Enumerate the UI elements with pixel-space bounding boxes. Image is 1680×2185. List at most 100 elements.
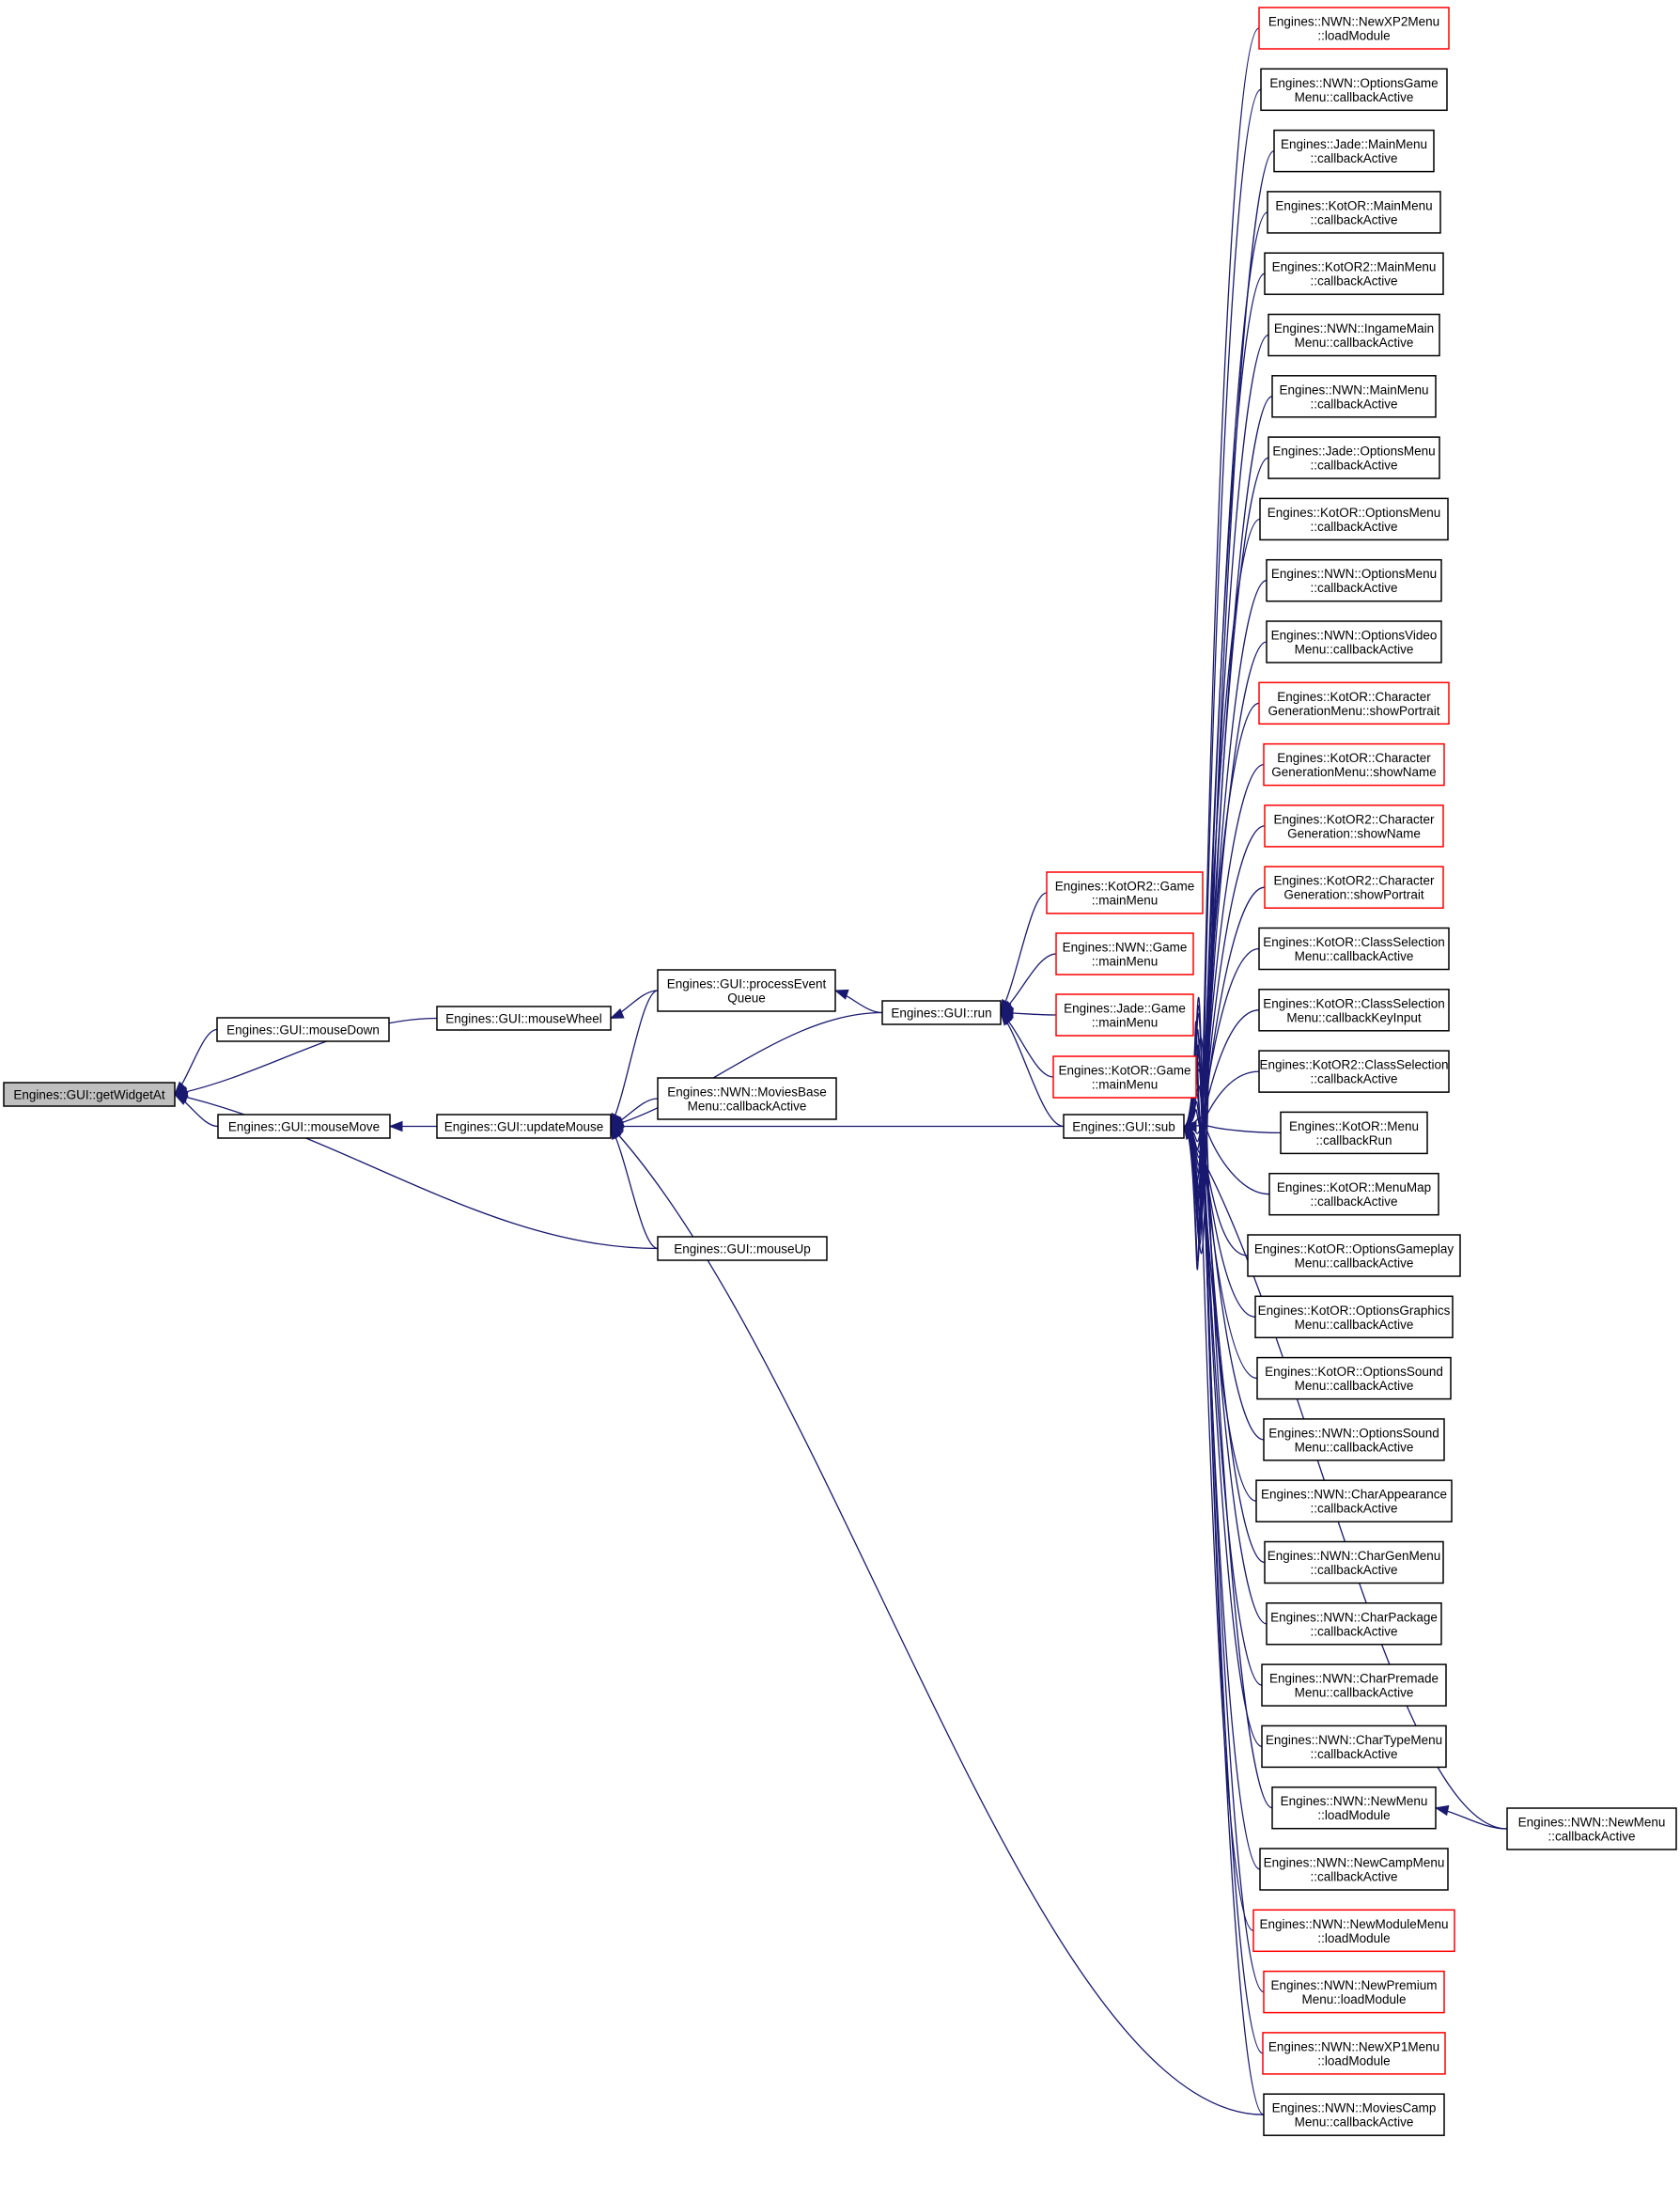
node-c04[interactable]: Engines::KotOR2::MainMenu::callbackActiv… — [1264, 252, 1444, 295]
node-box — [1271, 1786, 1437, 1830]
node-box — [1258, 681, 1450, 726]
node-c09[interactable]: Engines::NWN::OptionsMenu::callbackActiv… — [1266, 558, 1442, 602]
node-c06[interactable]: Engines::NWN::MainMenu::callbackActive — [1271, 375, 1437, 418]
node-updateMouse[interactable]: Engines::GUI::updateMouse — [436, 1114, 612, 1139]
edge-sub-to-updateMouse — [609, 1120, 1064, 1132]
node-mouseDown[interactable]: Engines::GUI::mouseDown — [216, 1017, 390, 1042]
edge-line — [1000, 1012, 1065, 1128]
node-c21[interactable]: Engines::KotOR::OptionsGraphicsMenu::cal… — [1254, 1295, 1454, 1339]
edge-c12-to-sub — [1182, 763, 1265, 1175]
node-box — [1256, 1356, 1452, 1400]
node-mouseUp[interactable]: Engines::GUI::mouseUp — [657, 1236, 828, 1261]
edge-line — [1183, 518, 1261, 1207]
node-c29[interactable]: Engines::NWN::NewMenu::loadModule — [1271, 1786, 1437, 1830]
node-label-line: ::callbackActive — [1310, 1563, 1397, 1577]
node-kotor2Game[interactable]: Engines::KotOR2::Game::mainMenu — [1046, 871, 1204, 914]
node-c11[interactable]: Engines::KotOR::CharacterGenerationMenu:… — [1258, 681, 1450, 726]
node-c08[interactable]: Engines::KotOR::OptionsMenu::callbackAct… — [1259, 497, 1449, 541]
node-c01[interactable]: Engines::NWN::OptionsGameMenu::callbackA… — [1260, 68, 1448, 112]
node-box — [1258, 1050, 1450, 1093]
edge-mouseUp-to-updateMouse — [610, 1125, 659, 1250]
node-c25[interactable]: Engines::NWN::CharGenMenu::callbackActiv… — [1264, 1540, 1444, 1584]
node-c26[interactable]: Engines::NWN::CharPackage::callbackActiv… — [1266, 1602, 1442, 1646]
node-box — [1263, 1970, 1445, 2014]
node-label-line: Engines::NWN::MoviesBase — [667, 1085, 827, 1100]
edge-arrowhead — [1434, 1804, 1450, 1817]
node-box — [1052, 1055, 1197, 1099]
node-c02[interactable]: Engines::Jade::MainMenu::callbackActive — [1273, 129, 1435, 173]
node-label-line: ::mainMenu — [1092, 1016, 1159, 1030]
node-box — [1268, 436, 1440, 479]
node-moviesBase[interactable]: Engines::NWN::MoviesBaseMenu::callbackAc… — [657, 1077, 837, 1120]
node-c23[interactable]: Engines::NWN::OptionsSoundMenu::callback… — [1263, 1418, 1445, 1461]
node-mouseWheel[interactable]: Engines::GUI::mouseWheel — [436, 1006, 612, 1031]
node-c30[interactable]: Engines::NWN::NewCampMenu::callbackActiv… — [1259, 1848, 1449, 1891]
node-label-line: Engines::KotOR::OptionsMenu — [1268, 506, 1441, 520]
node-label-line: Engines::NWN::CharTypeMenu — [1266, 1733, 1442, 1747]
node-c12[interactable]: Engines::KotOR::CharacterGenerationMenu:… — [1263, 742, 1445, 787]
edge-c10-to-sub — [1182, 641, 1268, 1191]
node-kotorGame[interactable]: Engines::KotOR::Game::mainMenu — [1052, 1055, 1197, 1099]
node-label-line: Engines::NWN::CharPackage — [1270, 1610, 1438, 1624]
node-label-line: Engines::NWN::CharGenMenu — [1268, 1549, 1441, 1563]
node-c03[interactable]: Engines::KotOR::MainMenu::callbackActive — [1267, 191, 1441, 234]
node-label-line: ::callbackRun — [1315, 1133, 1392, 1147]
node-jadeGame[interactable]: Engines::Jade::Game::mainMenu — [1055, 993, 1194, 1037]
node-label-line: ::loadModule — [1317, 1931, 1390, 1945]
node-label-line: ::loadModule — [1317, 1808, 1390, 1822]
node-sub[interactable]: Engines::GUI::sub — [1063, 1114, 1185, 1139]
node-c31[interactable]: Engines::NWN::NewModuleMenu::loadModule — [1252, 1909, 1455, 1953]
node-c14[interactable]: Engines::KotOR2::CharacterGeneration::sh… — [1264, 866, 1444, 909]
node-label-line: ::mainMenu — [1092, 894, 1159, 908]
node-c19[interactable]: Engines::KotOR::MenuMap::callbackActive — [1268, 1172, 1439, 1216]
node-c16[interactable]: Engines::KotOR::ClassSelectionMenu::call… — [1258, 989, 1450, 1032]
node-c24[interactable]: Engines::NWN::CharAppearance::callbackAc… — [1255, 1479, 1453, 1522]
node-label-line: ::callbackActive — [1310, 1747, 1397, 1761]
node-mouseMove[interactable]: Engines::GUI::mouseMove — [217, 1114, 391, 1139]
node-box — [657, 969, 836, 1012]
node-c13[interactable]: Engines::KotOR2::CharacterGeneration::sh… — [1264, 804, 1444, 848]
edge-line — [610, 990, 659, 1127]
node-c34[interactable]: Engines::NWN::MoviesCampMenu::callbackAc… — [1263, 2093, 1445, 2136]
node-label-line: Engines::Jade::Game — [1064, 1002, 1186, 1016]
node-label-line: ::callbackActive — [1310, 1072, 1397, 1086]
node-c15[interactable]: Engines::KotOR::ClassSelectionMenu::call… — [1258, 927, 1450, 971]
node-c00[interactable]: Engines::NWN::NewXP2Menu::loadModule — [1258, 7, 1450, 50]
node-c33[interactable]: Engines::NWN::NewXP1Menu::loadModule — [1262, 2032, 1446, 2075]
edge-line — [174, 1017, 438, 1096]
node-c20[interactable]: Engines::KotOR::OptionsGameplayMenu::cal… — [1247, 1234, 1461, 1277]
node-c18[interactable]: Engines::KotOR::Menu::callbackRun — [1280, 1111, 1428, 1155]
node-box — [1258, 989, 1450, 1032]
node-label-line: Engines::KotOR2::Character — [1273, 812, 1435, 826]
node-box — [1258, 7, 1450, 50]
node-box — [1252, 1909, 1455, 1953]
node-label-line: Engines::KotOR2::Character — [1273, 874, 1435, 888]
node-c05[interactable]: Engines::NWN::IngameMainMenu::callbackAc… — [1268, 313, 1440, 357]
node-label-line: Generation::showName — [1287, 826, 1421, 840]
edge-arrowhead — [610, 1125, 624, 1140]
node-box — [1263, 742, 1445, 787]
node-label-line: Menu::callbackActive — [1295, 336, 1414, 350]
node-box — [1247, 1234, 1461, 1277]
node-c27[interactable]: Engines::NWN::CharPremadeMenu::callbackA… — [1261, 1663, 1447, 1707]
node-c10[interactable]: Engines::NWN::OptionsVideoMenu::callback… — [1266, 620, 1442, 663]
node-label-line: Engines::GUI::processEvent — [667, 977, 827, 991]
node-box — [1254, 1295, 1454, 1339]
node-c07[interactable]: Engines::Jade::OptionsMenu::callbackActi… — [1268, 436, 1440, 479]
node-run[interactable]: Engines::GUI::run — [881, 1000, 1002, 1025]
node-c28[interactable]: Engines::NWN::CharTypeMenu::callbackActi… — [1261, 1725, 1447, 1769]
node-c22[interactable]: Engines::KotOR::OptionsSoundMenu::callba… — [1256, 1356, 1452, 1400]
node-label-line: Engines::KotOR::Game — [1058, 1064, 1190, 1078]
node-label-line: ::callbackActive — [1310, 1502, 1397, 1516]
node-label-line: Engines::GUI::mouseUp — [674, 1242, 811, 1256]
node-label-line: Queue — [727, 991, 766, 1006]
node-box — [1266, 620, 1442, 663]
node-c17[interactable]: Engines::KotOR2::ClassSelection::callbac… — [1258, 1050, 1450, 1093]
node-newMenuCb[interactable]: Engines::NWN::NewMenu::callbackActive — [1506, 1807, 1677, 1850]
node-nwnGame[interactable]: Engines::NWN::Game::mainMenu — [1055, 932, 1194, 975]
node-label-line: Engines::NWN::NewPremium — [1270, 1978, 1437, 1992]
node-getWidgetAt[interactable]: Engines::GUI::getWidgetAt — [3, 1082, 176, 1107]
node-label-line: Engines::NWN::NewXP1Menu — [1268, 2039, 1439, 2053]
